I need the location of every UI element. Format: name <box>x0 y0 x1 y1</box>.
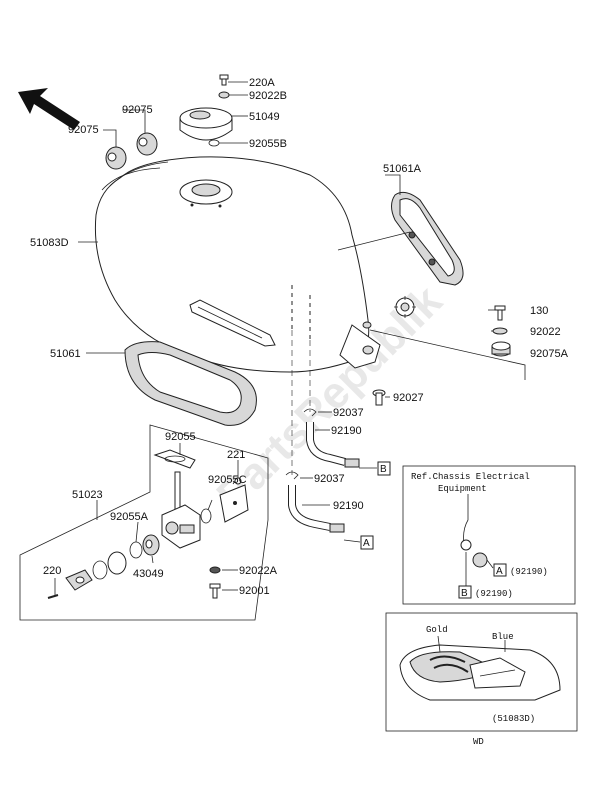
label-92022: 92022 <box>530 326 561 338</box>
label-220: 220 <box>43 565 61 577</box>
label-92190-b: 92190 <box>333 500 364 512</box>
knob-43049 <box>142 534 160 556</box>
hose-92190-a <box>306 422 360 468</box>
clamp-92037-a <box>303 408 317 417</box>
leader-lines <box>54 81 526 595</box>
inset-label-blue: Blue <box>492 632 514 642</box>
bolt-92027 <box>372 389 386 406</box>
ref-num-a: (92190) <box>510 567 548 577</box>
label-92022A: 92022A <box>239 565 278 577</box>
label-92055: 92055 <box>165 431 196 443</box>
damper-92075A <box>491 341 511 357</box>
washer-92022B <box>218 91 230 99</box>
label-92055B: 92055B <box>249 138 287 150</box>
gear-emblem-icon <box>394 296 416 318</box>
reference-box: Ref.Chassis Electrical Equipment A (9219… <box>402 465 576 605</box>
label-220A: 220A <box>249 77 275 89</box>
hose-92190-b <box>288 485 345 533</box>
label-92001: 92001 <box>239 585 270 597</box>
label-92027: 92027 <box>393 392 424 404</box>
hose-guide-dashes <box>291 285 311 475</box>
screw-220 <box>47 594 59 599</box>
fuel-cock-cover <box>219 484 249 523</box>
label-51061: 51061 <box>50 348 81 360</box>
screw-220A <box>219 74 229 86</box>
fuel-cock-lever-parts <box>65 551 127 591</box>
connector-tag-a-text: A <box>363 538 370 549</box>
fuel-cock-group-outline <box>19 424 269 621</box>
ref-tag-a: A <box>496 566 503 577</box>
label-92022B: 92022B <box>249 90 287 102</box>
inset-caption: WD <box>473 737 484 747</box>
bolt-130 <box>494 305 506 321</box>
ref-box-line1: Ref.Chassis Electrical <box>411 472 530 482</box>
oring-92055A <box>129 541 143 559</box>
oring-92055B <box>208 139 220 147</box>
label-43049: 43049 <box>133 568 164 580</box>
bolt-92001 <box>209 583 221 599</box>
label-51023: 51023 <box>72 489 103 501</box>
label-51049: 51049 <box>249 111 280 123</box>
washer-92022A <box>209 566 221 574</box>
oring-92055C <box>200 508 212 524</box>
label-92037-a: 92037 <box>333 407 364 419</box>
ref-num-b: (92190) <box>475 589 513 599</box>
inset-label-gold: Gold <box>426 625 448 635</box>
connector-tag-a: A <box>360 535 374 550</box>
ref-tag-b: B <box>461 588 468 599</box>
connector-tag-b: B <box>377 461 391 476</box>
label-92055A: 92055A <box>110 511 149 523</box>
label-92075-mid: 92075 <box>68 124 99 136</box>
fuel-tank-51083D <box>94 156 381 373</box>
label-51061A: 51061A <box>383 163 422 175</box>
label-92075-top: 92075 <box>122 104 153 116</box>
clamp-92037-b <box>285 471 299 480</box>
label-92190-a: 92190 <box>331 425 362 437</box>
fuel-cock-body <box>161 471 201 549</box>
inset-box: Gold Blue (51083D) WD <box>385 612 578 747</box>
connector-tag-b-text: B <box>380 464 387 475</box>
tank-chrome-strip <box>189 299 276 347</box>
tank-badge-51061A <box>391 191 464 286</box>
label-92055C: 92055C <box>208 474 247 486</box>
gasket-92055 <box>153 449 196 469</box>
damper-92075-lower <box>105 146 127 170</box>
ref-box-line2: Equipment <box>438 484 487 494</box>
label-130: 130 <box>530 305 548 317</box>
label-92075A: 92075A <box>530 348 569 360</box>
label-92037-b: 92037 <box>314 473 345 485</box>
tank-badge-51061 <box>124 341 257 426</box>
front-direction-arrow-icon <box>18 88 80 130</box>
damper-92075-top <box>136 132 158 156</box>
label-51083D: 51083D <box>30 237 69 249</box>
fuel-cap-51049 <box>179 107 233 141</box>
inset-part-number: (51083D) <box>492 714 535 724</box>
label-221: 221 <box>227 449 245 461</box>
washer-92022 <box>492 327 508 335</box>
